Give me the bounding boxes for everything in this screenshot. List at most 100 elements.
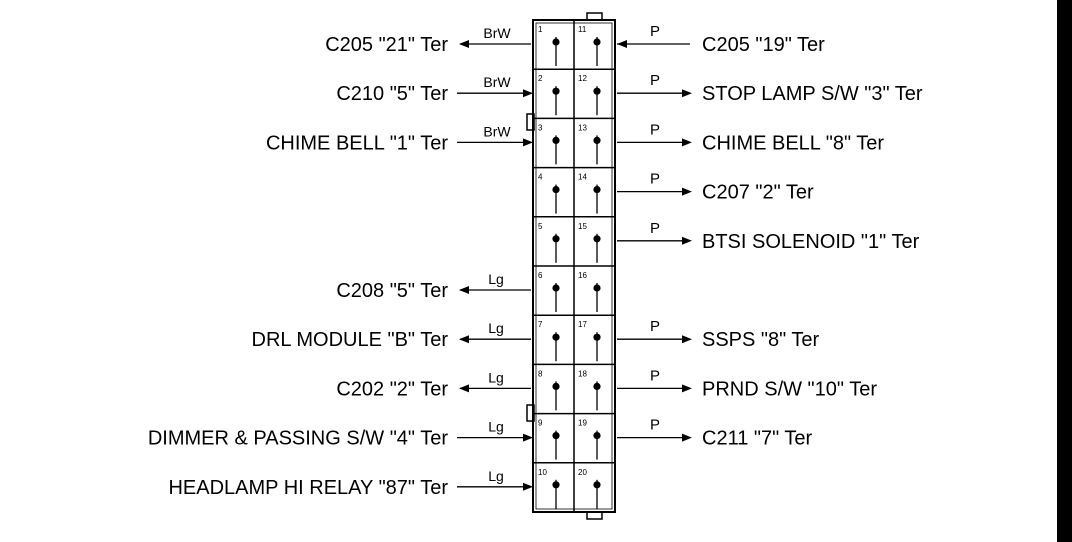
arrowhead bbox=[682, 236, 692, 245]
circuit-label: C210 "5" Ter bbox=[336, 83, 448, 105]
terminal-dot bbox=[552, 333, 560, 341]
circuit-label: C205 "19" Ter bbox=[702, 34, 825, 56]
terminal-dot bbox=[593, 284, 601, 292]
terminal-dot bbox=[593, 432, 601, 440]
arrowhead bbox=[523, 89, 533, 98]
pin-number: 18 bbox=[578, 369, 587, 378]
circuit-label: DRL MODULE "B" Ter bbox=[252, 329, 449, 351]
terminal-dot bbox=[552, 87, 560, 95]
left-circuit: C210 "5" Ter BrW bbox=[336, 74, 533, 105]
wire-color-label: P bbox=[650, 72, 660, 89]
right-circuit: C205 "19" Ter P bbox=[617, 23, 825, 56]
arrowhead bbox=[459, 286, 469, 294]
arrowhead bbox=[459, 40, 469, 48]
pin-number: 17 bbox=[578, 320, 587, 329]
wire-color-label: P bbox=[650, 23, 660, 40]
terminal-dot bbox=[593, 136, 601, 144]
wire-color-label: P bbox=[650, 220, 660, 237]
wire-color-label: Lg bbox=[488, 271, 504, 287]
arrowhead bbox=[459, 335, 469, 344]
pin-number: 20 bbox=[578, 468, 587, 477]
left-circuit: DRL MODULE "B" Ter Lg bbox=[252, 320, 531, 351]
right-circuit: SSPS "8" Ter P bbox=[617, 318, 820, 351]
circuit-label: DIMMER & PASSING S/W "4" Ter bbox=[148, 428, 449, 450]
terminal-dot bbox=[552, 432, 560, 440]
terminal-dot bbox=[593, 186, 601, 194]
pin-number: 6 bbox=[538, 271, 543, 280]
wire-color-label: Lg bbox=[488, 468, 504, 484]
pin-number: 19 bbox=[578, 419, 587, 428]
pin-number: 8 bbox=[538, 369, 543, 378]
pin-number: 11 bbox=[578, 25, 587, 34]
circuit-label: SSPS "8" Ter bbox=[702, 329, 820, 351]
terminal-dot bbox=[593, 87, 601, 95]
connector-latch-top bbox=[586, 12, 603, 20]
arrowhead bbox=[523, 138, 533, 147]
arrowhead bbox=[682, 384, 692, 393]
pin-number: 12 bbox=[578, 74, 587, 83]
terminal-dot bbox=[552, 186, 560, 194]
pin-number: 7 bbox=[538, 320, 543, 329]
wire-color-label: P bbox=[650, 171, 660, 188]
right-circuit: STOP LAMP S/W "3" Ter P bbox=[617, 72, 923, 105]
terminal-dot bbox=[552, 235, 560, 243]
circuit-label: BTSI SOLENOID "1" Ter bbox=[702, 231, 920, 253]
wire-color-label: Lg bbox=[488, 419, 504, 435]
terminal-dot bbox=[552, 136, 560, 144]
circuit-label: CHIME BELL "8" Ter bbox=[702, 132, 884, 154]
terminal-dot bbox=[593, 333, 601, 341]
terminal-dot bbox=[552, 38, 560, 46]
circuit-label: STOP LAMP S/W "3" Ter bbox=[702, 83, 923, 105]
arrowhead bbox=[682, 138, 692, 147]
circuit-label: C208 "5" Ter bbox=[336, 280, 448, 302]
pin-number: 2 bbox=[538, 74, 543, 83]
terminal-dot bbox=[593, 235, 601, 243]
circuit-label: HEADLAMP HI RELAY "87" Ter bbox=[168, 477, 448, 499]
arrowhead bbox=[617, 40, 627, 48]
pin-number: 9 bbox=[538, 419, 543, 428]
wire-color-label: BrW bbox=[483, 123, 511, 139]
left-circuit: HEADLAMP HI RELAY "87" Ter Lg bbox=[168, 468, 533, 499]
wire-color-label: P bbox=[650, 318, 660, 335]
left-circuit: C208 "5" Ter Lg bbox=[336, 271, 531, 302]
pin-number: 16 bbox=[578, 271, 587, 280]
right-circuit: C211 "7" Ter P bbox=[617, 417, 813, 450]
wire-color-label: BrW bbox=[483, 74, 511, 90]
terminal-dot bbox=[593, 382, 601, 390]
right-circuit: CHIME BELL "8" Ter P bbox=[617, 121, 884, 154]
wire-color-label: BrW bbox=[483, 25, 511, 41]
pin-number: 10 bbox=[538, 468, 547, 477]
terminal-dot bbox=[552, 481, 560, 489]
arrowhead bbox=[682, 335, 692, 344]
right-circuit: BTSI SOLENOID "1" Ter P bbox=[617, 220, 920, 253]
connector-latch-bottom bbox=[586, 512, 603, 520]
circuit-label: C205 "21" Ter bbox=[325, 34, 448, 56]
terminal-dot bbox=[552, 284, 560, 292]
circuit-label: C202 "2" Ter bbox=[336, 378, 448, 400]
pin-number: 1 bbox=[538, 25, 543, 34]
pin-number: 5 bbox=[538, 222, 543, 231]
left-circuit: C205 "21" Ter BrW bbox=[325, 25, 531, 56]
pin-number: 3 bbox=[538, 123, 543, 132]
pin-number: 15 bbox=[578, 222, 587, 231]
wire-color-label: Lg bbox=[488, 320, 504, 336]
edge-bar bbox=[1057, 0, 1072, 542]
wire-color-label: P bbox=[650, 367, 660, 384]
wire-color-label: P bbox=[650, 417, 660, 434]
wire-color-label: P bbox=[650, 121, 660, 138]
pin-number: 13 bbox=[578, 123, 587, 132]
left-circuit: DIMMER & PASSING S/W "4" Ter Lg bbox=[148, 419, 533, 450]
pin-number: 4 bbox=[538, 173, 543, 182]
circuit-label: C211 "7" Ter bbox=[702, 428, 813, 450]
arrowhead bbox=[682, 89, 692, 98]
pin-number: 14 bbox=[578, 173, 587, 182]
arrowhead bbox=[459, 384, 469, 393]
